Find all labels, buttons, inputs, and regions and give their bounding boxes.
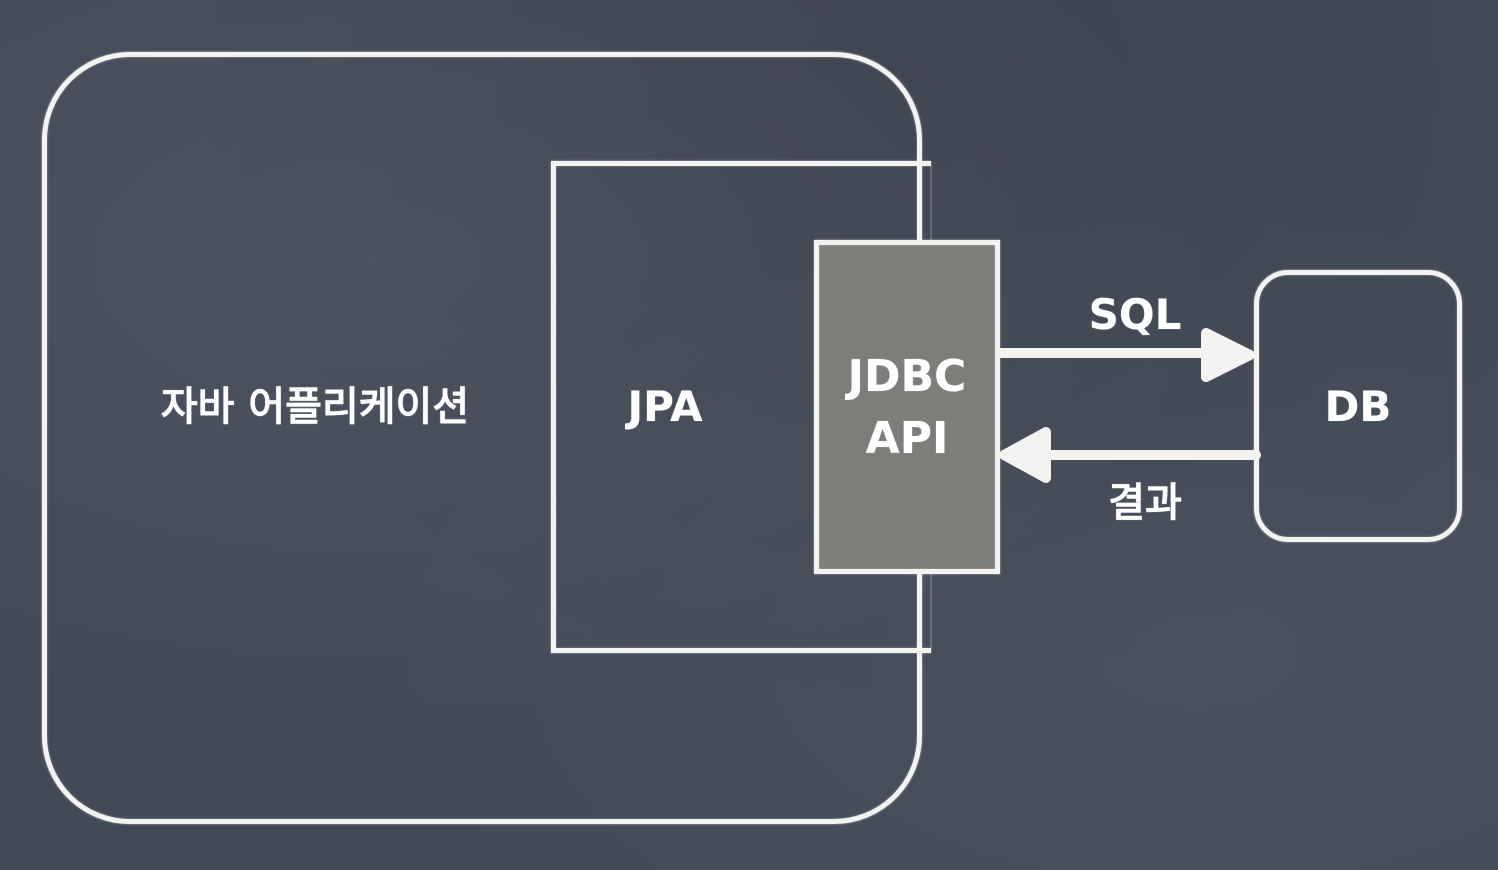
result-label: 결과	[1108, 480, 1182, 526]
jdbc-api-label: JDBC API	[814, 346, 1000, 470]
db-label: DB	[1324, 382, 1392, 431]
db-box	[1254, 270, 1462, 542]
jpa-box	[551, 161, 931, 653]
sql-label: SQL	[1088, 290, 1182, 339]
result-arrow	[999, 427, 1261, 483]
jdbc-label-line2: API	[865, 413, 949, 464]
java-application-label: 자바 어플리케이션	[160, 384, 470, 430]
jdbc-api-box	[814, 240, 1000, 574]
jdbc-label-line1: JDBC	[847, 351, 967, 402]
sql-arrow-head	[1201, 328, 1255, 382]
jpa-label: JPA	[627, 382, 703, 431]
result-arrow-head	[999, 427, 1051, 483]
sql-arrow	[995, 328, 1255, 382]
